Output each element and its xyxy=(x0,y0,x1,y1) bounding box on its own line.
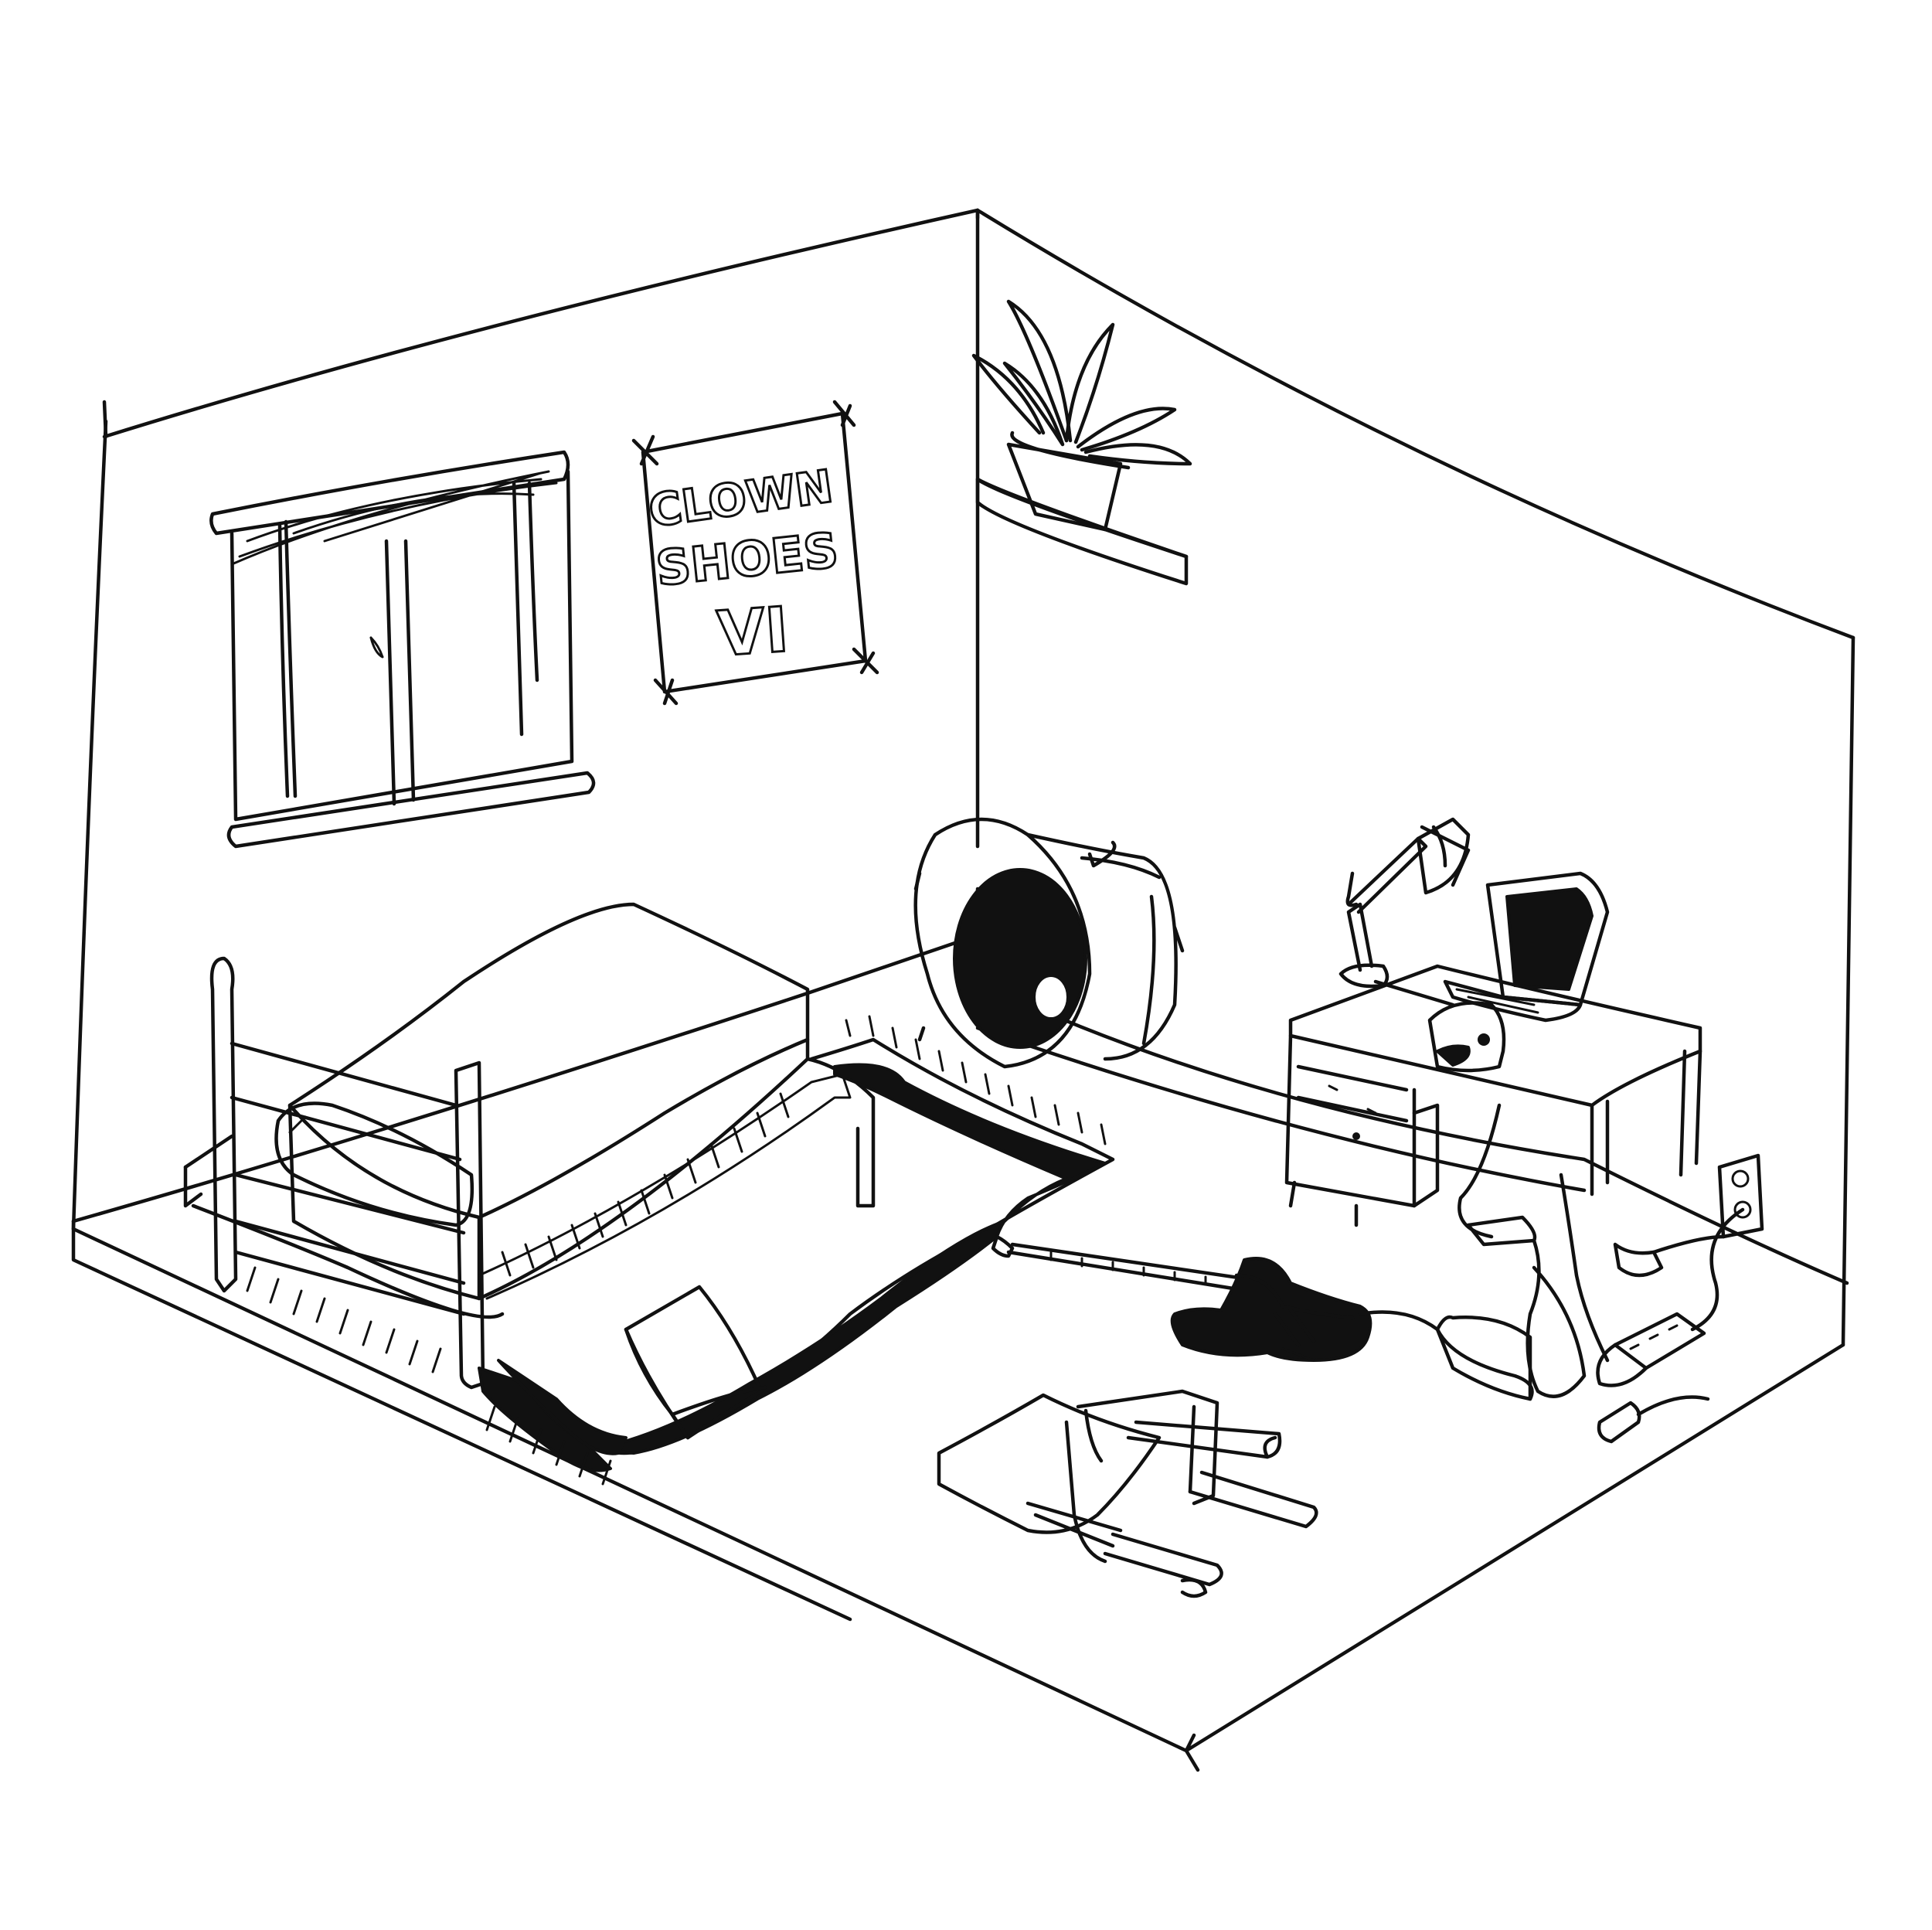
folding-chair xyxy=(937,1389,1318,1598)
cables xyxy=(1358,1103,1764,1444)
notebook xyxy=(624,1285,767,1440)
floor-fan xyxy=(913,817,1185,1069)
poster-line-3: VI xyxy=(715,594,791,670)
window xyxy=(209,450,596,849)
rug xyxy=(246,1015,1115,1486)
poster: CLOWN SHOES VI xyxy=(631,400,879,706)
desk xyxy=(1284,817,1702,1227)
bed xyxy=(183,902,876,1472)
amplifier xyxy=(1427,1001,1506,1073)
electric-guitar xyxy=(991,1234,1372,1362)
plant-shelf xyxy=(971,299,1192,586)
